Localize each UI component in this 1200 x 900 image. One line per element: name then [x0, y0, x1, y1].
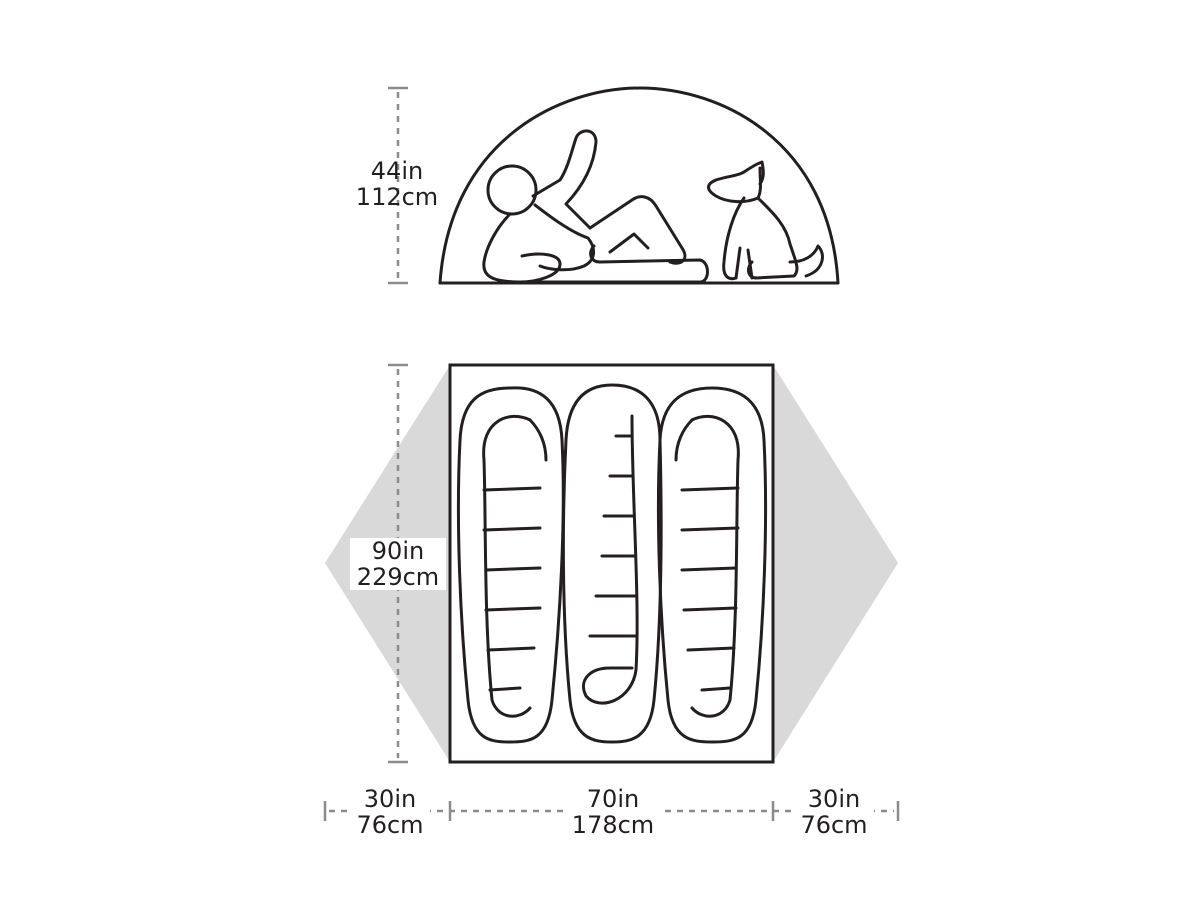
tent-side-view — [388, 86, 840, 285]
vestibule-right — [773, 365, 898, 762]
vestibule-left-in: 30in — [363, 785, 417, 813]
tent-floor-plan — [323, 363, 900, 821]
floor-width-in: 70in — [586, 785, 640, 813]
sleeping-bag-icon — [656, 386, 768, 744]
height-cm: 112cm — [355, 183, 439, 211]
sleeping-bag-icon — [456, 386, 565, 744]
vestibule-right-in: 30in — [807, 785, 861, 813]
length-cm: 229cm — [356, 563, 440, 591]
floor-width-label: 70in 178cm — [566, 786, 660, 838]
height-in: 44in — [370, 157, 424, 185]
person-reclining-icon — [482, 129, 709, 284]
vestibule-right-cm: 76cm — [800, 811, 868, 839]
dog-sitting-icon — [707, 160, 824, 281]
height-label: 44in 112cm — [352, 158, 442, 210]
vestibule-left-label: 30in 76cm — [350, 786, 430, 838]
vestibule-right-label: 30in 76cm — [794, 786, 874, 838]
length-in: 90in — [371, 537, 425, 565]
length-label: 90in 229cm — [350, 538, 446, 590]
tent-dome-outline — [438, 86, 840, 285]
vestibule-left-cm: 76cm — [356, 811, 424, 839]
height-dimension-line — [388, 86, 408, 285]
floor-width-cm: 178cm — [571, 811, 655, 839]
tent-floor — [448, 363, 775, 764]
